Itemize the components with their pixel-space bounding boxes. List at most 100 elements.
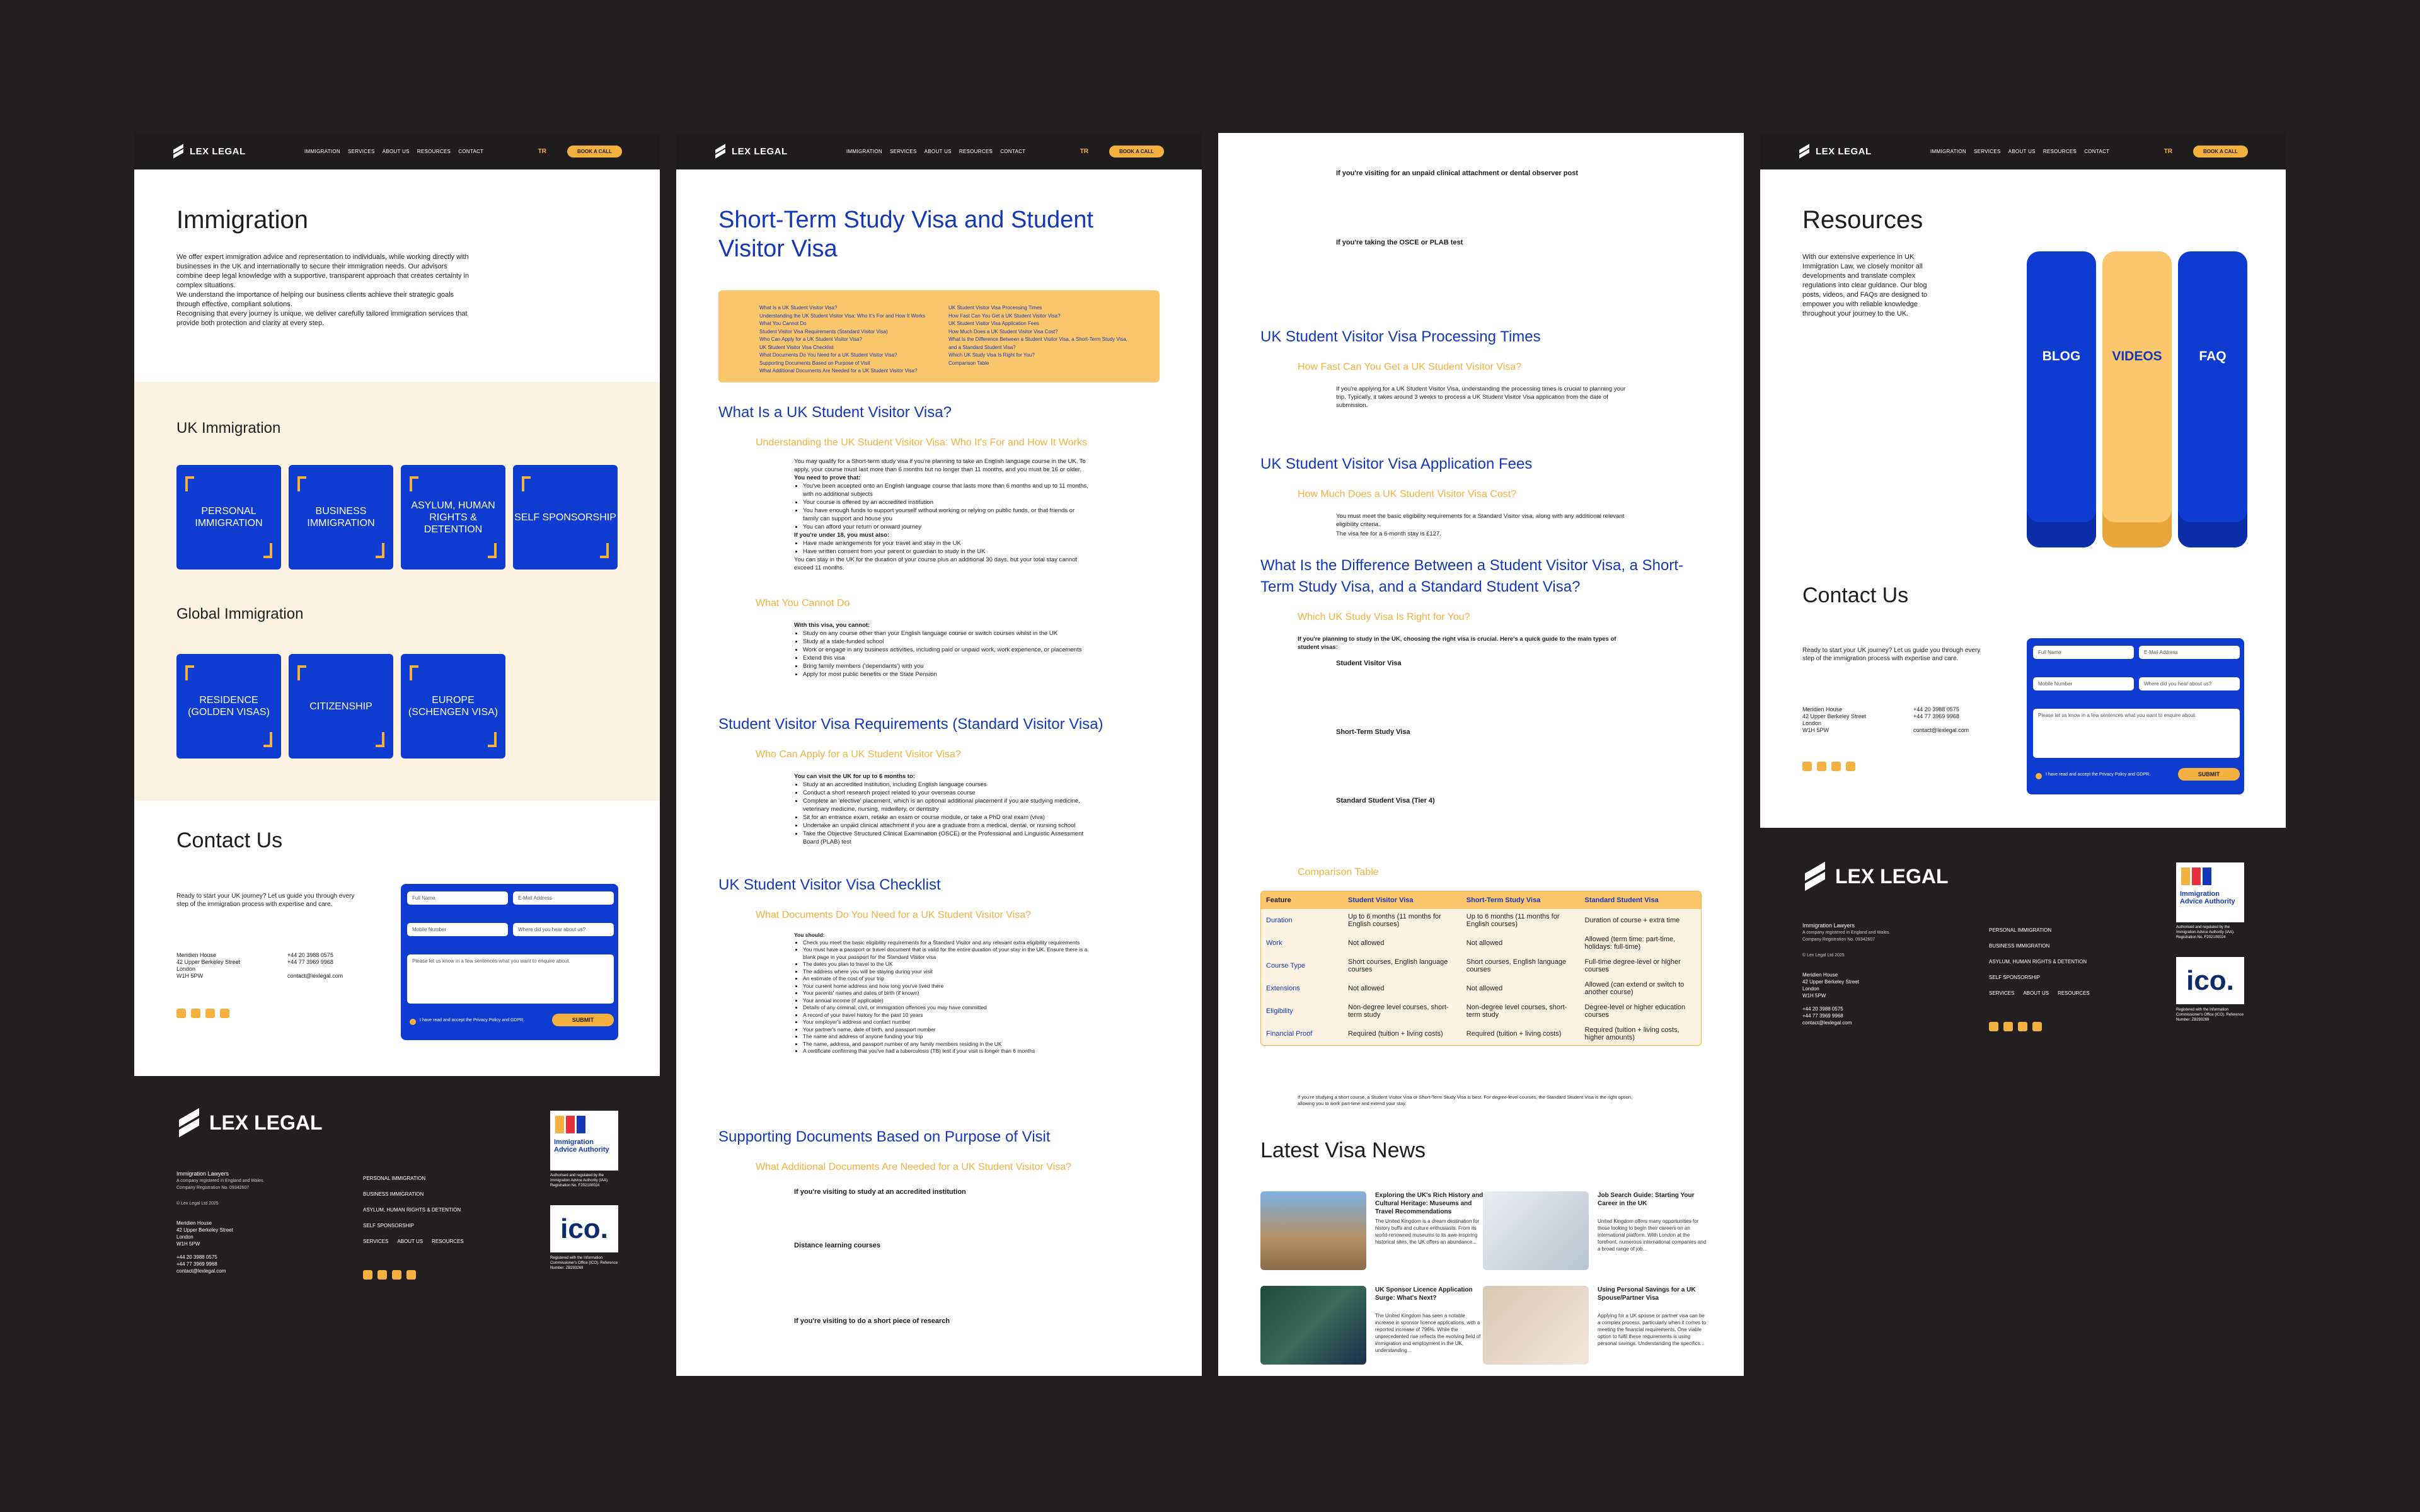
nav-about[interactable]: ABOUT US bbox=[382, 148, 410, 154]
twitter-icon[interactable] bbox=[377, 1270, 387, 1280]
table-note: If you're studying a short course, a Stu… bbox=[1298, 1094, 1633, 1106]
footer-social bbox=[363, 1270, 416, 1280]
language-switch[interactable]: TR bbox=[2164, 147, 2172, 155]
facebook-icon[interactable] bbox=[2018, 1022, 2027, 1031]
twitter-icon[interactable] bbox=[2003, 1022, 2013, 1031]
sub-standard-student: Standard Student Visa (Tier 4) bbox=[1336, 797, 1435, 805]
news-card[interactable]: Exploring the UK's Rich History and Cult… bbox=[1260, 1191, 1487, 1280]
resources-page: LEX LEGAL IMMIGRATION SERVICES ABOUT US … bbox=[1760, 133, 2286, 828]
nav-services[interactable]: SERVICES bbox=[347, 148, 375, 154]
news-card[interactable]: UK Sponsor Licence Application Surge: Wh… bbox=[1260, 1286, 1487, 1374]
nav-contact[interactable]: CONTACT bbox=[2084, 148, 2110, 154]
nav-resources[interactable]: RESOURCES bbox=[2043, 148, 2077, 154]
tile-asylum[interactable]: ASYLUM, HUMAN RIGHTS & DETENTION bbox=[401, 465, 505, 570]
youtube-icon[interactable] bbox=[1802, 762, 1812, 771]
section-what-is: What Is a UK Student Visitor Visa? bbox=[718, 404, 952, 421]
linkedin-icon[interactable] bbox=[1846, 762, 1855, 771]
consent-checkbox[interactable] bbox=[410, 1019, 416, 1025]
sub-who-can-apply: Who Can Apply for a UK Student Visitor V… bbox=[756, 749, 961, 760]
nav-immigration[interactable]: IMMIGRATION bbox=[1930, 148, 1966, 154]
twitter-icon[interactable] bbox=[191, 1009, 200, 1018]
nav-services[interactable]: SERVICES bbox=[1973, 148, 2001, 154]
youtube-icon[interactable] bbox=[1989, 1022, 1998, 1031]
contact-form: Full Name E-Mail Address Mobile Number W… bbox=[2027, 638, 2244, 794]
book-call-button[interactable]: BOOK A CALL bbox=[567, 146, 622, 158]
news-image bbox=[1483, 1286, 1589, 1365]
message-textarea[interactable]: Please let us know in a few sentences wh… bbox=[2033, 709, 2240, 758]
sub-unpaid: If you're visiting for an unpaid clinica… bbox=[1336, 169, 1579, 177]
linkedin-icon[interactable] bbox=[220, 1009, 229, 1018]
facebook-icon[interactable] bbox=[205, 1009, 215, 1018]
nav-immigration[interactable]: IMMIGRATION bbox=[846, 148, 882, 154]
nav-contact[interactable]: CONTACT bbox=[1000, 148, 1026, 154]
section-requirements: Student Visitor Visa Requirements (Stand… bbox=[718, 716, 1103, 733]
consent-label: I have read and accept the Privacy Polic… bbox=[420, 1018, 525, 1022]
email-input[interactable]: E-Mail Address bbox=[513, 891, 614, 905]
logo[interactable]: LEX LEGAL bbox=[714, 144, 788, 158]
section-fees: UK Student Visitor Visa Application Fees bbox=[1260, 455, 1533, 472]
article-title: Short-Term Study Visa and Student Visito… bbox=[718, 207, 1093, 262]
fees-amount: The visa fee for a 6-month stay is £127. bbox=[1336, 530, 1441, 537]
logo[interactable]: LEX LEGAL bbox=[1798, 144, 1872, 158]
visa-article-continued: If you're visiting for an unpaid clinica… bbox=[1218, 133, 1744, 1376]
logo[interactable]: LEX LEGAL bbox=[172, 144, 246, 158]
book-call-button[interactable]: BOOK A CALL bbox=[1109, 146, 1164, 158]
footer-logo[interactable]: LEX LEGAL bbox=[1802, 861, 1949, 891]
videos-book[interactable]: VIDEOS bbox=[2102, 251, 2172, 547]
cannot-body: With this visa, you cannot: Study on any… bbox=[794, 621, 1090, 679]
mobile-input[interactable]: Mobile Number bbox=[2033, 677, 2134, 690]
news-card[interactable]: Job Search Guide: Starting Your Career i… bbox=[1483, 1191, 1710, 1280]
footer-social bbox=[1989, 1022, 2042, 1031]
social-links bbox=[176, 1009, 229, 1018]
what-is-body: You may qualify for a Short-term study v… bbox=[794, 457, 1090, 572]
consent-label: I have read and accept the Privacy Polic… bbox=[2046, 772, 2151, 777]
nav-services[interactable]: SERVICES bbox=[889, 148, 917, 154]
nav-resources[interactable]: RESOURCES bbox=[417, 148, 451, 154]
tile-residence[interactable]: RESIDENCE (GOLDEN VISAS) bbox=[176, 654, 281, 759]
nav-about[interactable]: ABOUT US bbox=[924, 148, 952, 154]
ico-badge: ico. bbox=[2176, 957, 2244, 1004]
linkedin-icon[interactable] bbox=[2032, 1022, 2042, 1031]
nav-about[interactable]: ABOUT US bbox=[2008, 148, 2036, 154]
faq-book[interactable]: FAQ bbox=[2178, 251, 2247, 547]
linkedin-icon[interactable] bbox=[406, 1270, 416, 1280]
tile-self-sponsorship[interactable]: SELF SPONSORSHIP bbox=[513, 465, 618, 570]
footer-left: LEX LEGAL Immigration Lawyers A company … bbox=[134, 1076, 660, 1376]
blog-book[interactable]: BLOG bbox=[2027, 251, 2096, 547]
facebook-icon[interactable] bbox=[1831, 762, 1841, 771]
tile-personal-immigration[interactable]: PERSONAL IMMIGRATION bbox=[176, 465, 281, 570]
nav-immigration[interactable]: IMMIGRATION bbox=[304, 148, 340, 154]
language-switch[interactable]: TR bbox=[1080, 147, 1088, 155]
mobile-input[interactable]: Mobile Number bbox=[407, 923, 508, 936]
youtube-icon[interactable] bbox=[363, 1270, 372, 1280]
ico-note: Registered with the Information Commissi… bbox=[550, 1256, 618, 1270]
source-select[interactable]: Where did you hear about us? bbox=[513, 923, 614, 936]
requirements-body: You can visit the UK for up to 6 months … bbox=[794, 772, 1090, 846]
twitter-icon[interactable] bbox=[1817, 762, 1826, 771]
footer-logo[interactable]: LEX LEGAL bbox=[176, 1108, 323, 1138]
facebook-icon[interactable] bbox=[392, 1270, 401, 1280]
nav-resources[interactable]: RESOURCES bbox=[959, 148, 993, 154]
iaa-badge: Immigration Advice Authority bbox=[2176, 862, 2244, 922]
full-name-input[interactable]: Full Name bbox=[407, 891, 508, 905]
message-textarea[interactable]: Please let us know in a few sentences wh… bbox=[407, 954, 614, 1004]
email-input[interactable]: E-Mail Address bbox=[2139, 646, 2240, 659]
news-card[interactable]: Using Personal Savings for a UK Spouse/P… bbox=[1483, 1286, 1710, 1374]
youtube-icon[interactable] bbox=[176, 1009, 186, 1018]
book-call-button[interactable]: BOOK A CALL bbox=[2193, 146, 2248, 158]
full-name-input[interactable]: Full Name bbox=[2033, 646, 2134, 659]
source-select[interactable]: Where did you hear about us? bbox=[2139, 677, 2240, 690]
consent-checkbox[interactable] bbox=[2036, 773, 2042, 779]
language-switch[interactable]: TR bbox=[538, 147, 546, 155]
tile-business-immigration[interactable]: BUSINESS IMMIGRATION bbox=[289, 465, 393, 570]
nav-contact[interactable]: CONTACT bbox=[458, 148, 484, 154]
tile-citizenship[interactable]: CITIZENSHIP bbox=[289, 654, 393, 759]
tile-europe[interactable]: EUROPE (SCHENGEN VISA) bbox=[401, 654, 505, 759]
submit-button[interactable]: SUBMIT bbox=[552, 1014, 614, 1026]
submit-button[interactable]: SUBMIT bbox=[2178, 768, 2240, 781]
